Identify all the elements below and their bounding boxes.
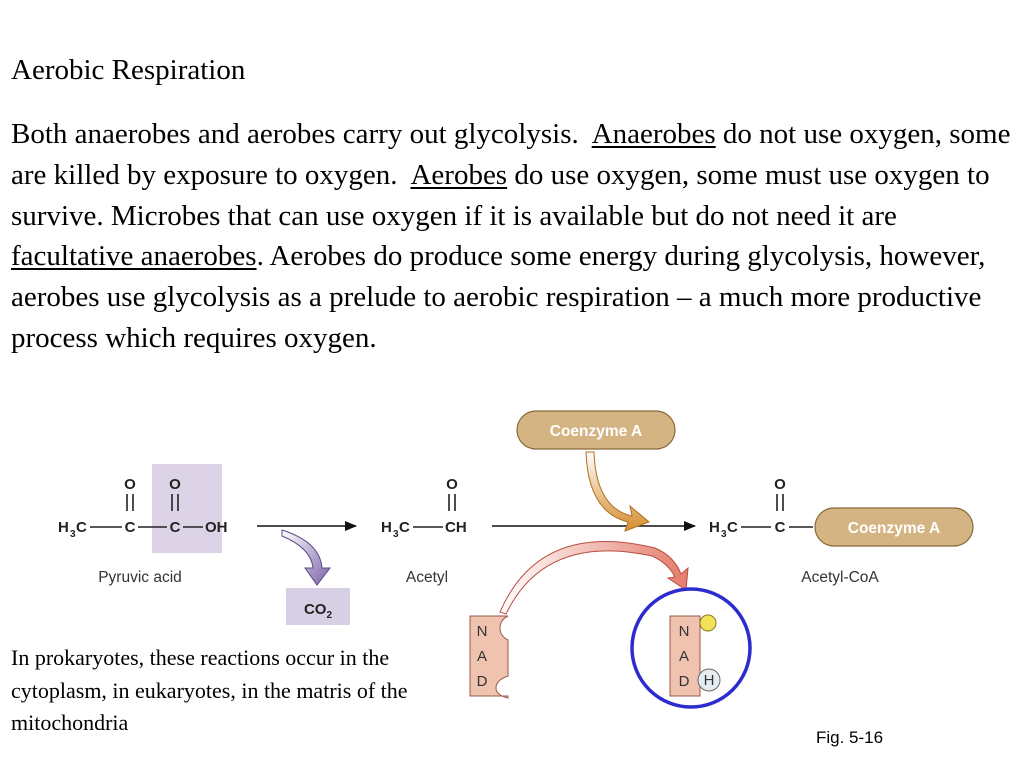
coenzyme-a-top-label: Coenzyme A [550, 423, 642, 440]
svg-text:C: C [727, 519, 738, 536]
svg-text:C: C [170, 519, 181, 536]
svg-text:C: C [76, 519, 87, 536]
svg-text:C: C [775, 519, 786, 536]
term-anaerobes: Anaerobes [591, 118, 716, 150]
figure-reference: Fig. 5-16 [816, 728, 884, 747]
hydrogen-dot [699, 614, 717, 632]
location-note: In prokaryotes, these reactions occur in… [11, 645, 408, 735]
svg-text:C: C [399, 519, 410, 536]
acetyl-molecule: O H 3 C CH [381, 476, 467, 540]
acetyl-label: Acetyl [406, 569, 448, 586]
sentence-3: do use oxygen, some must use oxygen to s… [11, 158, 990, 232]
svg-text:C: C [125, 519, 136, 536]
sentence-2: do not use oxygen, some are killed by ex… [11, 118, 1011, 191]
nadh-highlight-circle [630, 587, 752, 709]
svg-text:H: H [381, 519, 392, 536]
svg-text:O: O [169, 476, 181, 493]
term-facultative-anaerobes: facultative anaerobes [11, 240, 257, 273]
hydrogen-circle [697, 668, 721, 692]
coenzyme-a-pill-top [516, 410, 676, 450]
co2-release-arrow [281, 529, 332, 586]
nad-letter-d: D [477, 673, 488, 690]
acetyl-coa-label: Acetyl-CoA [801, 569, 879, 586]
svg-text:H: H [58, 519, 69, 536]
sentence-1: Both anaerobes and aerobes carry out gly… [11, 118, 579, 150]
svg-text:OH: OH [205, 519, 228, 536]
svg-text:3: 3 [70, 529, 76, 540]
hydrogen-label: H [704, 672, 715, 689]
nad-letter-n: N [477, 623, 488, 640]
nadh-box [669, 615, 701, 697]
svg-text:O: O [124, 476, 136, 493]
carboxyl-highlight-box [152, 464, 222, 553]
nad-reduction-arrow [499, 541, 689, 615]
nad-box [469, 615, 509, 699]
slide-title: Aerobic Respiration [11, 54, 246, 86]
co2-label: CO2 [304, 601, 333, 621]
nadh-letter-n: N [679, 623, 690, 640]
co2-box [286, 588, 350, 625]
pyruvic-acid-label: Pyruvic acid [98, 569, 182, 586]
nadh-letter-a: A [679, 648, 689, 665]
svg-text:O: O [774, 476, 786, 493]
coenzyme-a-pill-attached [814, 507, 974, 547]
svg-text:O: O [446, 476, 458, 493]
svg-text:CH: CH [445, 519, 467, 536]
coenzyme-a-attached-label: Coenzyme A [848, 520, 940, 537]
term-aerobes: Aerobes [410, 158, 508, 191]
coenzyme-a-arrow [585, 451, 650, 532]
acetyl-coa-molecule: O H 3 C C [709, 476, 813, 540]
svg-text:3: 3 [721, 529, 727, 540]
svg-text:H: H [709, 519, 720, 536]
sentence-4: . Aerobes do produce some energy during … [11, 240, 986, 354]
pyruvic-acid-molecule: O O H 3 C C C OH [58, 476, 228, 540]
body-paragraph: Both anaerobes and aerobes carry out gly… [11, 114, 1016, 359]
nad-letter-a: A [477, 648, 487, 665]
svg-text:3: 3 [393, 529, 399, 540]
nadh-letter-d: D [679, 673, 690, 690]
